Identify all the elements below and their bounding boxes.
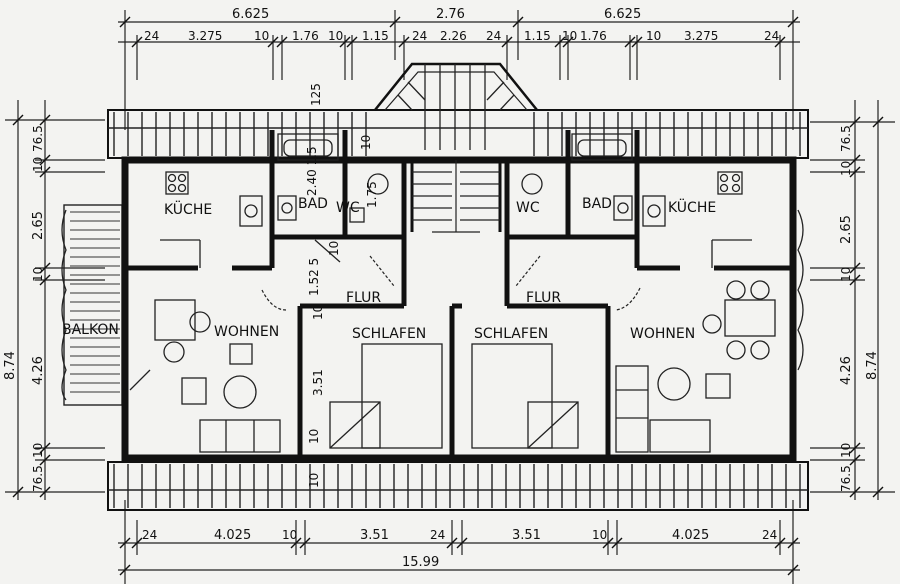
dim-ten: 10	[307, 429, 321, 444]
dim-left-seg: 76.5	[31, 465, 45, 492]
dim-bottom-seg: 3.51	[360, 528, 389, 543]
dim-left-seg: 76.5	[31, 125, 45, 152]
room-label-bedroom-right: SCHLAFEN	[474, 326, 548, 342]
left-dimension-lines: 8.74 76.5 10 2.65 10 4.26 10 76.5	[3, 100, 105, 500]
room-label-kitchen-left: KÜCHE	[164, 200, 212, 218]
dim-bottom-seg: 4.025	[672, 528, 709, 543]
door-swings	[261, 255, 641, 311]
dim-top-seg: 2.26	[440, 29, 467, 43]
balcony	[61, 204, 123, 406]
dim-top-seg: 10	[562, 29, 577, 43]
dim-bottom-seg: 24	[142, 528, 157, 542]
dim-bedroom-height: 3.51	[311, 369, 325, 396]
top-dimension-lines: 6.625 2.76 6.625 24 3.275 10 1.76 10 1.1…	[118, 7, 800, 130]
dim-left-seg: 10	[31, 267, 45, 282]
roof-rafters-top	[107, 62, 809, 159]
dim-right-total: 8.74	[865, 351, 880, 380]
dim-ten: 10	[359, 135, 373, 150]
dim-right-seg: 10	[839, 161, 853, 176]
dim-top-seg: 10	[254, 29, 269, 43]
dim-bottom-seg: 3.51	[512, 528, 541, 543]
dim-top-seg: 1.76	[292, 29, 319, 43]
dim-right-seg: 4.26	[839, 356, 854, 385]
dim-left-seg: 4.26	[31, 356, 46, 385]
dim-top-seg: 10	[328, 29, 343, 43]
dim-ten: 10	[311, 305, 325, 320]
dim-top-seg: 1.15	[362, 29, 389, 43]
room-label-wc-left: WC	[336, 200, 360, 216]
dim-top-left-total: 6.625	[232, 7, 269, 22]
dim-top-seg: 24	[144, 29, 159, 43]
room-label-bath-left: BAD	[298, 196, 328, 212]
dim-bottom-seg: 10	[282, 528, 297, 542]
dim-top-seg: 3.275	[188, 29, 222, 43]
dim-bottom-seg: 24	[430, 528, 445, 542]
dim-bottom-total: 15.99	[402, 555, 439, 570]
dim-dormer: 125	[309, 83, 323, 106]
dim-top-seg: 24	[412, 29, 427, 43]
room-label-hall-left: FLUR	[346, 290, 381, 306]
dim-right-seg: 76.5	[839, 125, 853, 152]
room-label-living-right: WOHNEN	[630, 326, 695, 342]
bottom-dimension-lines: 24 4.025 10 3.51 24 3.51 10 4.025 24 15.…	[118, 500, 800, 584]
room-label-balcony: BALKON	[62, 322, 119, 338]
inner-dimensions: 125 2.40 1.5 1.75 1.52 5 10 10 3.51 10 1…	[305, 83, 379, 488]
dim-left-seg: 10	[31, 157, 45, 172]
dim-right-seg: 76.5	[839, 465, 853, 492]
dim-left-seg: 10	[31, 443, 45, 458]
dim-bottom-seg: 4.025	[214, 528, 251, 543]
dim-hall-height: 1.52 5	[307, 258, 321, 296]
dim-ten: 10	[327, 241, 341, 256]
dim-top-seg: 24	[764, 29, 779, 43]
roof-rafters-bottom	[107, 461, 809, 511]
plant-trellis-right	[797, 209, 804, 371]
dim-top-seg: 1.76	[580, 29, 607, 43]
interior-walls	[125, 130, 793, 458]
fixtures	[129, 133, 776, 453]
room-label-bedroom-left: SCHLAFEN	[352, 326, 426, 342]
dim-left-total: 8.74	[3, 351, 18, 380]
room-labels: KÜCHE BAD WC WC BAD KÜCHE BALKON WOHNEN …	[62, 196, 716, 342]
dim-top-seg: 3.275	[684, 29, 718, 43]
dim-bottom-seg: 24	[762, 528, 777, 542]
dim-ten: 10	[307, 473, 321, 488]
exterior-walls	[121, 156, 797, 462]
dim-top-seg: 1.15	[524, 29, 551, 43]
room-label-kitchen-right: KÜCHE	[668, 198, 716, 216]
dim-top-seg: 24	[486, 29, 501, 43]
dim-bottom-seg: 10	[592, 528, 607, 542]
dim-bath-height: 2.40 1.5	[305, 146, 319, 196]
dim-wc-height: 1.75	[365, 181, 379, 208]
dim-top-right-total: 6.625	[604, 7, 641, 22]
room-label-bath-right: BAD	[582, 196, 612, 212]
dim-right-seg: 10	[839, 443, 853, 458]
dim-top-middle-total: 2.76	[436, 7, 465, 22]
dim-right-seg: 10	[839, 267, 853, 282]
room-label-hall-right: FLUR	[526, 290, 561, 306]
staircase	[412, 160, 500, 233]
right-dimension-lines: 8.74 76.5 10 2.65 10 4.26 10 76.5	[810, 100, 895, 500]
dim-top-seg: 10	[646, 29, 661, 43]
dim-right-seg: 2.65	[839, 215, 854, 244]
dim-left-seg: 2.65	[31, 211, 46, 240]
room-label-wc-right: WC	[516, 200, 540, 216]
room-label-living-left: WOHNEN	[214, 324, 279, 340]
